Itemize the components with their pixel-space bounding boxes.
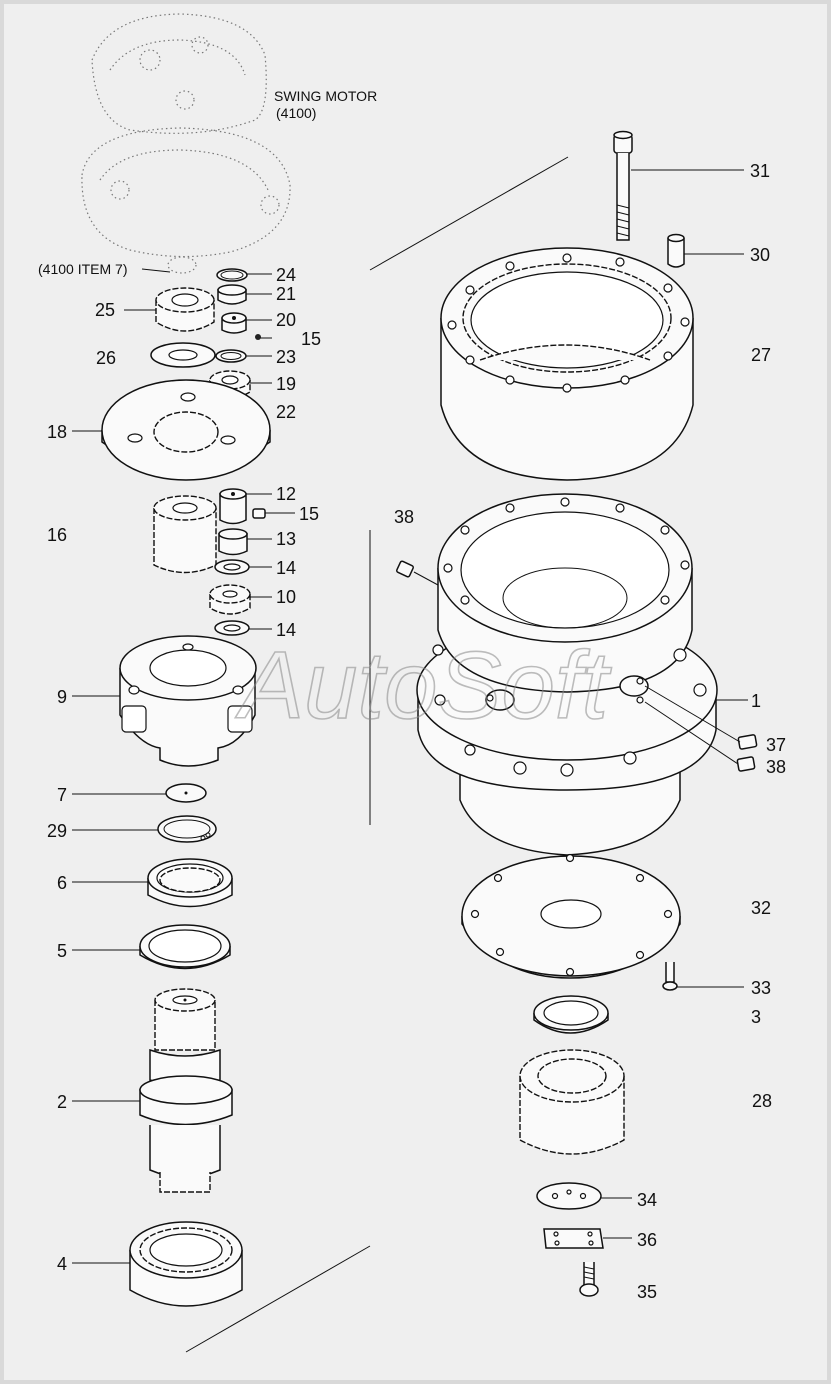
part-34-plate	[536, 1182, 602, 1210]
label-12: 12	[276, 484, 296, 504]
part-30-pin	[667, 233, 685, 268]
part-13-bushing	[218, 528, 248, 556]
label-9: 9	[57, 687, 67, 707]
label-27: 27	[751, 345, 771, 365]
part-9-carrier	[119, 635, 257, 767]
label-14-upper: 14	[276, 558, 296, 578]
part-15-ball-upper	[255, 334, 261, 340]
label-7: 7	[57, 785, 67, 805]
part-33-screw	[662, 962, 678, 991]
label-13: 13	[276, 529, 296, 549]
label-15-lower: 15	[299, 504, 319, 524]
swing-motor-number: (4100)	[276, 105, 316, 121]
label-30: 30	[750, 245, 770, 265]
part-3-seal	[533, 995, 609, 1034]
part-38-plug-left	[396, 560, 414, 578]
label-16: 16	[47, 525, 67, 545]
label-19: 19	[276, 374, 296, 394]
label-34: 34	[637, 1190, 657, 1210]
part-12-pin	[219, 488, 247, 525]
part-5-seal-ring	[139, 924, 231, 970]
part-23-ring	[215, 349, 247, 363]
label-26: 26	[96, 348, 116, 368]
part-32-cover-plate	[461, 853, 681, 979]
item-ref-leader	[141, 268, 171, 273]
label-28: 28	[752, 1091, 772, 1111]
part-16-planet-gear	[153, 495, 217, 574]
label-10: 10	[276, 587, 296, 607]
part-31-bolt	[613, 130, 633, 241]
part-6-bearing	[147, 858, 233, 908]
label-5: 5	[57, 941, 67, 961]
item-ref-label: (4100 ITEM 7)	[38, 261, 127, 277]
part-18-carrier-plate	[101, 379, 271, 481]
label-4: 4	[57, 1254, 67, 1274]
part-14-washer-upper	[214, 559, 250, 575]
part-37-plug	[737, 734, 758, 750]
label-29: 29	[47, 821, 67, 841]
label-24: 24	[276, 265, 296, 285]
watermark: AutoSoft	[235, 632, 612, 739]
label-21: 21	[276, 284, 296, 304]
label-31: 31	[750, 161, 770, 181]
label-35: 35	[637, 1282, 657, 1302]
part-20-pin	[221, 312, 247, 334]
label-33: 33	[751, 978, 771, 998]
label-1: 1	[751, 691, 761, 711]
part-7-disc	[165, 783, 207, 803]
part-36-lock-plate	[543, 1228, 604, 1249]
part-2-shaft	[139, 988, 233, 1193]
label-32: 32	[751, 898, 771, 918]
part-21-bushing	[217, 284, 247, 305]
part-4-bearing	[129, 1221, 243, 1307]
label-23: 23	[276, 347, 296, 367]
label-3: 3	[751, 1007, 761, 1027]
part-14-washer-lower	[214, 620, 250, 636]
guide-line-top	[369, 156, 569, 271]
label-14-lower: 14	[276, 620, 296, 640]
leader-38-left	[413, 571, 439, 586]
swing-motor-label: SWING MOTOR	[274, 88, 377, 104]
guide-line-bottom	[185, 1245, 371, 1353]
label-22: 22	[276, 402, 296, 422]
leader-lines	[72, 169, 748, 1264]
leader-38-right	[644, 701, 739, 765]
leader-37	[644, 685, 741, 743]
label-38-left: 38	[394, 507, 414, 527]
label-6: 6	[57, 873, 67, 893]
label-38-right: 38	[766, 757, 786, 777]
label-18: 18	[47, 422, 67, 442]
label-15-upper: 15	[301, 329, 321, 349]
swing-motor-outline	[81, 13, 291, 274]
part-15-plug-lower	[252, 508, 266, 519]
part-10-gear	[209, 584, 251, 615]
part-26-washer	[150, 342, 216, 368]
part-38-plug-right	[736, 756, 756, 772]
label-25: 25	[95, 300, 115, 320]
label-36: 36	[637, 1230, 657, 1250]
part-35-screw	[579, 1262, 599, 1297]
part-25-gear	[155, 287, 215, 332]
label-2: 2	[57, 1092, 67, 1112]
part-29-snap-ring	[157, 815, 217, 843]
part-28-pinion	[519, 1049, 625, 1155]
part-24-ring	[216, 268, 248, 282]
part-27-ring-gear	[440, 247, 694, 481]
label-20: 20	[276, 310, 296, 330]
part-1-housing	[416, 493, 718, 856]
label-37: 37	[766, 735, 786, 755]
